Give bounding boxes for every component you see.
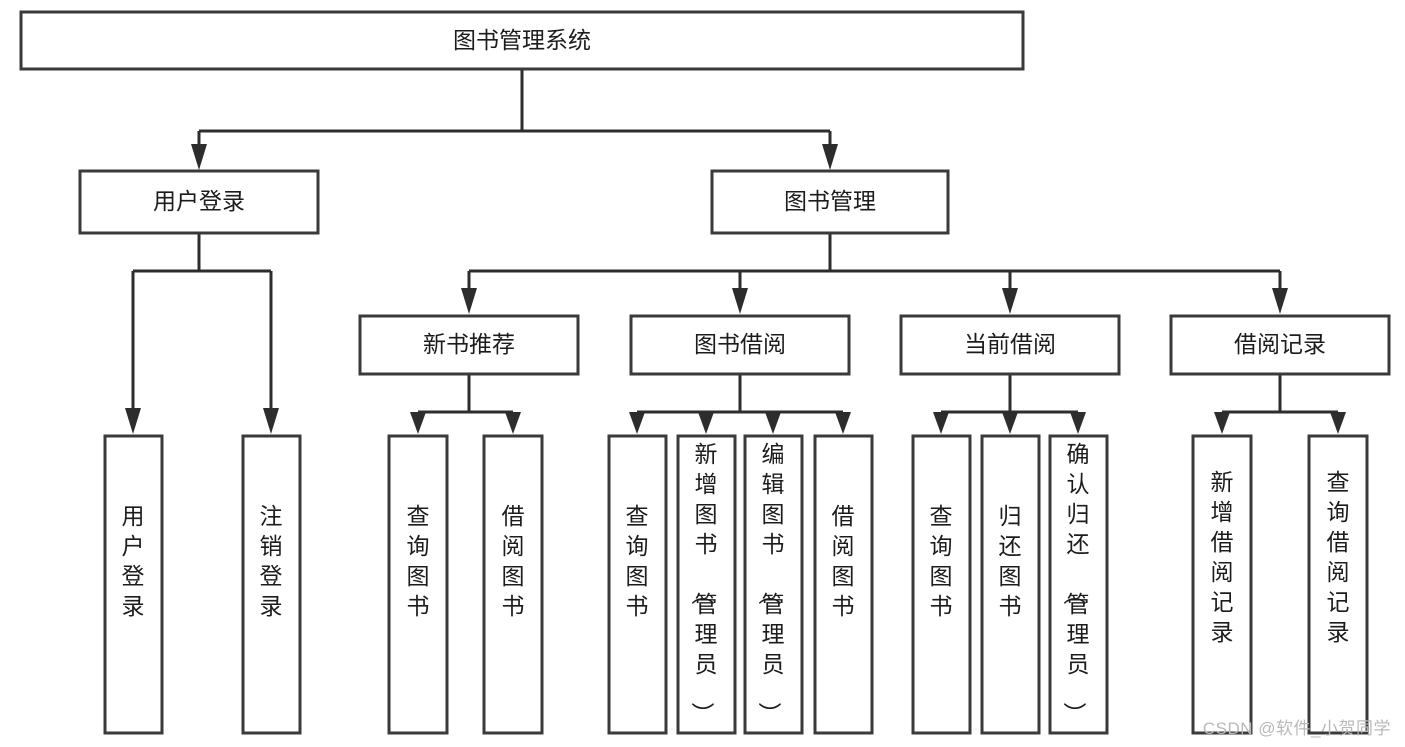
node-leaf-borrow-book-2-label: 借阅图书 [832, 503, 855, 619]
node-user-login-label: 用户登录 [153, 188, 245, 214]
node-book-borrow-box [629, 314, 851, 376]
node-leaf-query-book-2-label: 查询图书 [626, 503, 649, 619]
node-leaf-add-book-label: 新增图书（管理员） [690, 441, 718, 725]
arrow-head-leaf-user-login [125, 408, 141, 434]
node-leaf-query-book-1[interactable]: 查询图书 [387, 434, 449, 735]
node-root-box [19, 10, 1025, 71]
node-leaf-return-book[interactable]: 归还图书 [980, 434, 1041, 735]
connector-layer [125, 69, 1346, 434]
node-leaf-user-logout-box [241, 434, 302, 735]
node-leaf-borrow-book-1-box [482, 434, 544, 735]
node-leaf-query-book-3-label: 查询图书 [930, 503, 953, 619]
node-book-manage-box [710, 169, 950, 235]
node-leaf-query-book-2-box [607, 434, 668, 735]
arrow-head-leaf-add-record [1214, 412, 1230, 434]
node-leaf-borrow-book-1-label: 借阅图书 [502, 503, 525, 619]
node-leaf-add-record-label: 新增借阅记录 [1211, 469, 1234, 645]
node-leaf-return-book-label: 归还图书 [999, 503, 1022, 619]
node-current-borrow[interactable]: 当前借阅 [899, 314, 1121, 376]
csdn-watermark: CSDN @软件_小贺同学 [1202, 719, 1391, 738]
arrow-head-current-borrow [1002, 288, 1018, 314]
node-current-borrow-box [899, 314, 1121, 376]
node-leaf-user-login-box [103, 434, 164, 735]
node-user-login-box [78, 169, 320, 235]
node-leaf-query-book-2[interactable]: 查询图书 [607, 434, 668, 735]
node-new-book-recommend-box [358, 314, 580, 376]
arrow-head-leaf-borrow-book-2 [835, 412, 851, 434]
node-borrow-record-label: 借阅记录 [1234, 331, 1326, 357]
arrow-head-leaf-return-book [1002, 412, 1018, 434]
node-current-borrow-label: 当前借阅 [964, 331, 1056, 357]
node-leaf-query-record-label: 查询借阅记录 [1327, 469, 1350, 645]
node-book-manage[interactable]: 图书管理 [710, 169, 950, 235]
node-leaf-add-book[interactable]: 新增图书（管理员） [676, 434, 737, 735]
arrow-head-new-book-recommend [461, 288, 477, 314]
node-borrow-record[interactable]: 借阅记录 [1169, 314, 1391, 376]
node-leaf-user-logout-label: 注销登录 [260, 503, 283, 619]
node-leaf-edit-book-label: 编辑图书（管理员） [757, 441, 785, 725]
node-book-borrow-label: 图书借阅 [694, 331, 786, 357]
node-new-book-recommend-label: 新书推荐 [423, 331, 515, 357]
node-leaf-query-record-box [1307, 434, 1369, 735]
node-leaf-query-book-3-box [911, 434, 972, 735]
node-leaf-query-book-1-box [387, 434, 449, 735]
arrow-head-book-manage [822, 144, 838, 170]
node-leaf-add-record[interactable]: 新增借阅记录 [1191, 434, 1253, 735]
arrow-head-leaf-edit-book [765, 412, 781, 434]
node-root-label: 图书管理系统 [453, 27, 591, 53]
arrow-head-book-borrow [732, 288, 748, 314]
node-leaf-user-logout[interactable]: 注销登录 [241, 434, 302, 735]
node-leaf-user-login[interactable]: 用户登录 [103, 434, 164, 735]
node-leaf-add-record-box [1191, 434, 1253, 735]
node-user-login[interactable]: 用户登录 [78, 169, 320, 235]
arrow-head-leaf-add-book [698, 412, 714, 434]
node-leaf-user-login-label: 用户登录 [122, 503, 145, 619]
node-leaf-query-book-1-label: 查询图书 [407, 503, 430, 619]
node-leaf-edit-book[interactable]: 编辑图书（管理员） [743, 434, 804, 735]
node-leaf-add-book-box [676, 434, 737, 735]
node-borrow-record-box [1169, 314, 1391, 376]
arrow-head-leaf-query-record [1330, 412, 1346, 434]
arrow-head-borrow-record [1272, 288, 1288, 314]
node-leaf-query-record[interactable]: 查询借阅记录 [1307, 434, 1369, 735]
node-new-book-recommend[interactable]: 新书推荐 [358, 314, 580, 376]
arrow-head-leaf-borrow-book-1 [505, 412, 521, 434]
node-root[interactable]: 图书管理系统 [19, 10, 1025, 71]
node-leaf-confirm-return-box [1048, 434, 1109, 735]
arrow-head-leaf-query-book-3 [933, 412, 949, 434]
arrow-head-leaf-query-book-2 [629, 412, 645, 434]
node-leaf-borrow-book-2-box [813, 434, 874, 735]
node-leaf-edit-book-box [743, 434, 804, 735]
node-book-manage-label: 图书管理 [784, 188, 876, 214]
node-leaf-confirm-return[interactable]: 确认归还（管理员） [1048, 434, 1109, 735]
node-leaf-query-book-3[interactable]: 查询图书 [911, 434, 972, 735]
node-leaf-confirm-return-label: 确认归还（管理员） [1062, 441, 1090, 725]
arrow-head-leaf-query-book-1 [410, 412, 426, 434]
arrow-head-leaf-user-logout [263, 408, 279, 434]
arrow-head-leaf-confirm-return [1070, 412, 1086, 434]
node-leaf-borrow-book-1[interactable]: 借阅图书 [482, 434, 544, 735]
node-book-borrow[interactable]: 图书借阅 [629, 314, 851, 376]
node-leaf-return-book-box [980, 434, 1041, 735]
arrow-head-user-login [191, 144, 207, 170]
node-leaf-borrow-book-2[interactable]: 借阅图书 [813, 434, 874, 735]
